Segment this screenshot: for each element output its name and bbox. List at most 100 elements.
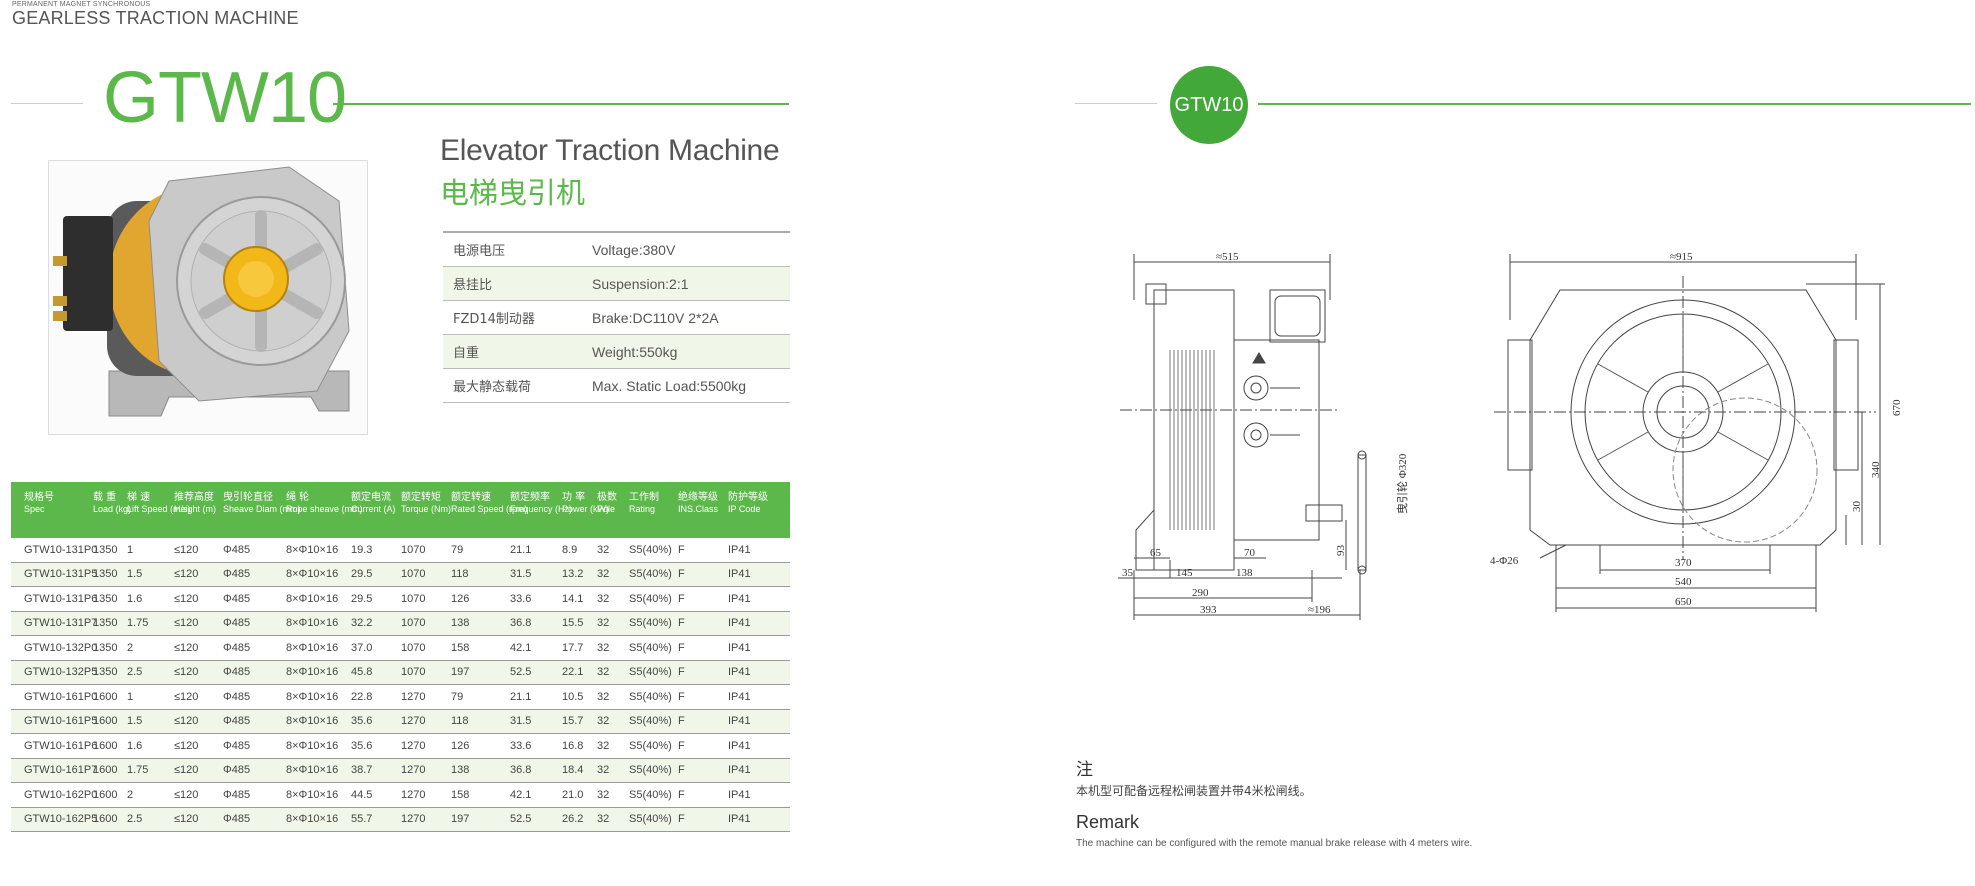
table-cell: GTW10-161P6	[24, 739, 98, 752]
table-cell: 8.9	[562, 543, 578, 556]
table-cell: 1.6	[127, 739, 143, 752]
dim-393: 393	[1200, 604, 1217, 616]
table-cell: 118	[451, 568, 469, 581]
column-header-en: Pole	[597, 504, 616, 514]
dim-width: ≈515	[1216, 251, 1239, 263]
table-cell: Φ485	[223, 813, 251, 826]
table-cell: 8×Φ10×16	[286, 690, 339, 703]
table-cell: S5(40%)	[629, 617, 672, 630]
table-cell: 1270	[401, 813, 426, 826]
table-cell: Φ485	[223, 568, 251, 581]
header-title: GEARLESS TRACTION MACHINE	[12, 8, 299, 28]
column-header-cn: 规格号	[24, 492, 54, 503]
table-cell: 1.75	[127, 764, 149, 777]
table-cell: F	[678, 568, 685, 581]
table-cell: S5(40%)	[629, 764, 672, 777]
column-header-en: Frequency (Hz)	[510, 504, 573, 514]
table-cell: 44.5	[351, 788, 373, 801]
column-header-cn: 绳 轮	[286, 492, 310, 503]
product-photo	[48, 160, 368, 435]
table-cell: F	[678, 641, 685, 654]
dim-370: 370	[1675, 557, 1692, 569]
table-cell: 10.5	[562, 690, 584, 703]
table-cell: 138	[451, 617, 470, 630]
column-header-cn: 极数	[597, 492, 617, 503]
table-cell: IP41	[728, 617, 751, 630]
table-cell: Φ485	[223, 788, 251, 801]
column-header-en: Load (kg)	[93, 504, 132, 514]
table-cell: 1	[127, 690, 134, 703]
table-cell: GTW10-132P5	[24, 666, 98, 679]
table-cell: 22.1	[562, 666, 584, 679]
table-cell: 29.5	[351, 568, 373, 581]
table-cell: S5(40%)	[629, 592, 672, 605]
spec-value: Brake:DC110V 2*2A	[592, 309, 719, 326]
table-cell: 1270	[401, 788, 426, 801]
column-header-en: Spec	[24, 504, 45, 514]
table-cell: 36.8	[510, 617, 532, 630]
table-cell: F	[678, 813, 685, 826]
dim-30: 30	[1851, 501, 1863, 513]
table-cell: IP41	[728, 666, 751, 679]
table-cell: 8×Φ10×16	[286, 788, 339, 801]
spec-key: FZD14制动器	[453, 312, 535, 327]
table-cell: 1600	[93, 715, 118, 728]
table-cell: F	[678, 617, 685, 630]
spec-value: Weight:550kg	[592, 343, 678, 360]
table-cell: 33.6	[510, 592, 532, 605]
table-cell: 1600	[93, 690, 118, 703]
table-cell: 32	[597, 617, 610, 630]
table-cell: 32	[597, 715, 610, 728]
table-cell: 1.75	[127, 617, 149, 630]
column-header-en: Lift Speed (m/s)	[127, 504, 191, 514]
dim-540: 540	[1675, 576, 1692, 588]
table-cell: GTW10-131P5	[24, 568, 98, 581]
table-cell: IP41	[728, 690, 751, 703]
dim-650: 650	[1675, 596, 1692, 608]
note-en-text: The machine can be configured with the r…	[1076, 838, 1473, 849]
table-cell: 32	[597, 739, 610, 752]
dim-290: 290	[1192, 587, 1209, 599]
table-cell: 32	[597, 690, 610, 703]
table-cell: 1070	[401, 666, 426, 679]
table-cell: ≤120	[174, 592, 199, 605]
table-cell: 31.5	[510, 715, 532, 728]
table-cell: 32.2	[351, 617, 373, 630]
table-cell: GTW10-131P0	[24, 543, 98, 556]
table-cell: 32	[597, 543, 610, 556]
table-cell: 1600	[93, 788, 118, 801]
table-cell: 2	[127, 788, 134, 801]
table-cell: 126	[451, 739, 470, 752]
header-subtitle: PERMANENT MAGNET SYNCHRONOUS	[12, 1, 151, 8]
table-cell: 1070	[401, 641, 426, 654]
table-cell: 1350	[93, 641, 118, 654]
table-cell: 1600	[93, 764, 118, 777]
spec-row: 悬挂比 Suspension:2:1	[443, 267, 790, 301]
column-header-en: Current (A)	[351, 504, 396, 514]
table-cell: ≤120	[174, 617, 199, 630]
table-cell: GTW10-161P0	[24, 690, 98, 703]
spec-row: 电源电压 Voltage:380V	[443, 231, 790, 267]
note-cn-text: 本机型可配备远程松闸装置并带4米松闸线。	[1076, 784, 1312, 798]
product-title-en: Elevator Traction Machine	[440, 134, 780, 167]
table-cell: GTW10-131P6	[24, 592, 98, 605]
table-cell: 19.3	[351, 543, 373, 556]
table-cell: 1070	[401, 617, 426, 630]
column-header-en: INS.Class	[678, 504, 719, 514]
table-cell: IP41	[728, 641, 751, 654]
table-cell: 1270	[401, 739, 426, 752]
column-header-en: Torque (Nm)	[401, 504, 452, 514]
table-cell: 31.5	[510, 568, 532, 581]
table-cell: 14.1	[562, 592, 584, 605]
table-cell: 32	[597, 568, 610, 581]
table-cell: 1350	[93, 617, 118, 630]
table-cell: 2	[127, 641, 134, 654]
